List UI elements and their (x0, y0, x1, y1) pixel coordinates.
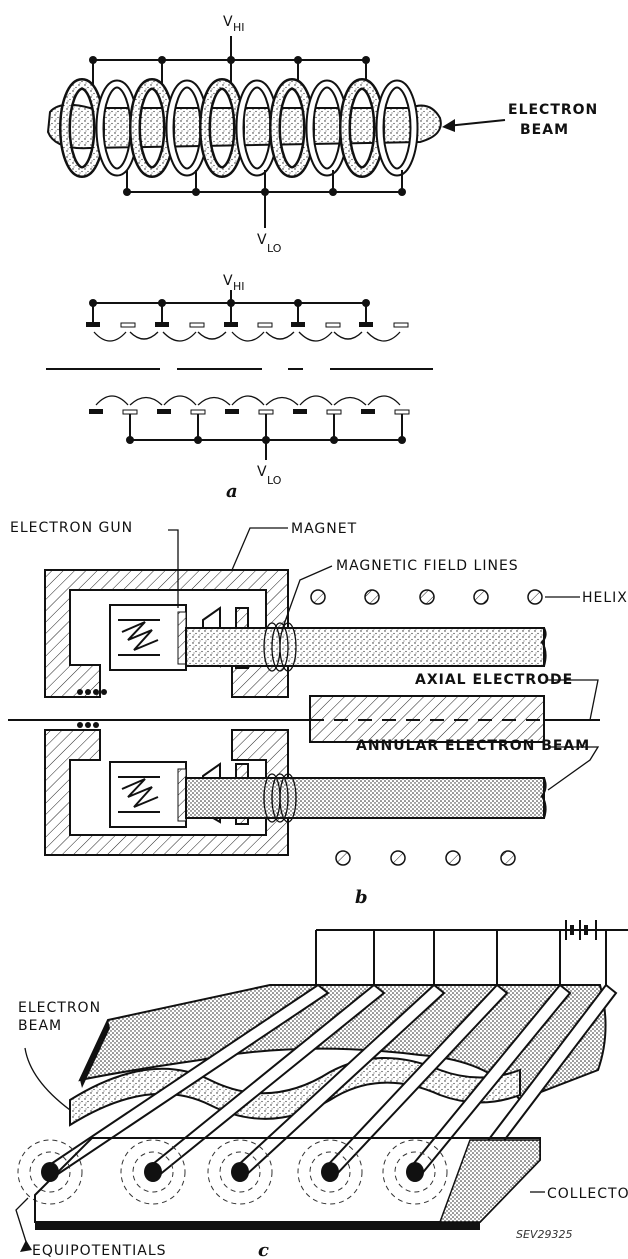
battery-symbol (560, 920, 628, 985)
panel-b: ELECTRON GUN MAGNET MAGNETIC FIELD LINES… (8, 520, 628, 908)
v-lo-sub-2: LO (267, 474, 282, 487)
v-hi-label-2: V (223, 273, 234, 289)
panel-c: ELECTRON BEAM COLLECTOR EQUIPOTENTIALS S… (16, 920, 628, 1259)
v-lo-label-2: V (257, 464, 268, 480)
electron-gun-label: ELECTRON GUN (10, 520, 133, 536)
annular-beam-lower (186, 778, 544, 818)
collector (440, 1140, 540, 1222)
electron-beam-c-label-1: ELECTRON (18, 1000, 101, 1016)
panel-b-label: b (355, 887, 368, 908)
magnet-label: MAGNET (291, 521, 357, 537)
equipotentials-label: EQUIPOTENTIALS (32, 1243, 167, 1259)
v-hi-sub: HI (233, 21, 245, 34)
annular-beam-label: ANNULAR ELECTRON BEAM (356, 738, 590, 754)
panel-a-label: a (226, 481, 238, 502)
v-hi-sub-2: HI (233, 280, 245, 293)
field-lines-label: MAGNETIC FIELD LINES (336, 558, 519, 574)
panel-c-label: c (258, 1240, 269, 1259)
v-lo-label: V (257, 232, 268, 248)
panel-a: V HI (46, 14, 598, 502)
helix-label: HELIX (582, 590, 628, 606)
schematic-cross-section (46, 290, 433, 460)
v-lo-sub: LO (267, 242, 282, 255)
bottom-bus (123, 170, 406, 228)
v-hi-label: V (223, 14, 234, 30)
collector-label: COLLECTOR (547, 1186, 628, 1202)
figure-code: SEV29325 (516, 1228, 572, 1241)
electron-beam-label-2: BEAM (520, 122, 569, 138)
annular-beam-upper (186, 628, 544, 666)
electron-beam-label-1: ELECTRON (508, 102, 598, 118)
axial-electrode-label: AXIAL ELECTRODE (415, 672, 573, 688)
electron-beam-c-label-2: BEAM (18, 1018, 62, 1034)
